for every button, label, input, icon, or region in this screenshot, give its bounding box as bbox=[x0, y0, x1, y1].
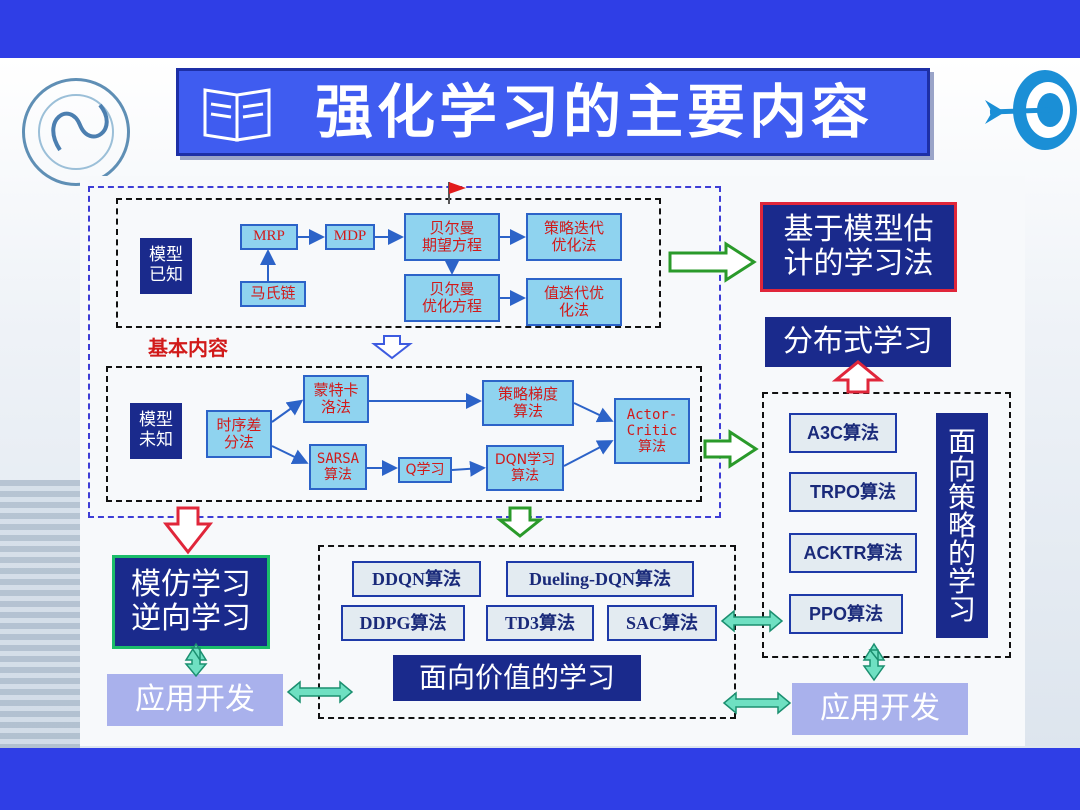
model-known-label: 模型 已知 bbox=[140, 238, 192, 294]
university-logo bbox=[22, 78, 130, 186]
dqn-box: DQN学习 算法 bbox=[486, 445, 564, 491]
basic-content-frame bbox=[88, 186, 721, 518]
td3-box: TD3算法 bbox=[486, 605, 594, 641]
basic-content-label: 基本内容 bbox=[148, 336, 228, 360]
ddqn-box: DDQN算法 bbox=[352, 561, 481, 597]
app-dev-right-box: 应用开发 bbox=[792, 683, 968, 735]
dueling-dqn-box: Dueling-DQN算法 bbox=[506, 561, 694, 597]
mrp-box: MRP bbox=[240, 224, 298, 250]
ppo-box: PPO算法 bbox=[789, 594, 903, 634]
mdp-box: MDP bbox=[325, 224, 375, 250]
model-based-box: 基于模型估 计的学习法 bbox=[760, 202, 957, 292]
bellman-optimality-box: 贝尔曼 优化方程 bbox=[404, 274, 500, 322]
actor-critic-box: Actor- Critic 算法 bbox=[614, 398, 690, 464]
policy-learning-label: 面 向 策 略 的 学 习 bbox=[936, 413, 988, 638]
imitation-learning-box: 模仿学习 逆向学习 bbox=[112, 555, 270, 649]
bellman-expectation-box: 贝尔曼 期望方程 bbox=[404, 213, 500, 261]
top-band bbox=[0, 0, 1080, 58]
a3c-box: A3C算法 bbox=[789, 413, 897, 453]
distributed-box: 分布式学习 bbox=[765, 317, 951, 367]
policy-frame bbox=[762, 392, 1011, 658]
bottom-band bbox=[0, 748, 1080, 810]
sarsa-box: SARSA 算法 bbox=[309, 444, 367, 490]
sac-box: SAC算法 bbox=[607, 605, 717, 641]
building-image bbox=[0, 480, 80, 748]
model-unknown-frame bbox=[106, 366, 702, 502]
ddpg-box: DDPG算法 bbox=[341, 605, 465, 641]
markov-chain-box: 马氏链 bbox=[240, 281, 306, 307]
policy-iteration-box: 策略迭代 优化法 bbox=[526, 213, 622, 261]
trpo-box: TRPO算法 bbox=[789, 472, 917, 512]
policy-gradient-box: 策略梯度 算法 bbox=[482, 380, 574, 426]
value-iteration-box: 值迭代优 化法 bbox=[526, 278, 622, 326]
model-unknown-label: 模型 未知 bbox=[130, 403, 182, 459]
value-learning-label: 面向价值的学习 bbox=[393, 655, 641, 701]
q-learning-box: Q学习 bbox=[398, 457, 452, 483]
app-dev-left-box: 应用开发 bbox=[107, 674, 283, 726]
td-box: 时序差 分法 bbox=[206, 410, 272, 458]
model-known-frame bbox=[116, 198, 661, 328]
page-title: 强化学习的主要内容 bbox=[315, 78, 874, 146]
title-box bbox=[176, 68, 930, 156]
monte-carlo-box: 蒙特卡 洛法 bbox=[303, 375, 369, 423]
acktr-box: ACKTR算法 bbox=[789, 533, 917, 573]
university-logo-inner bbox=[38, 94, 114, 170]
value-frame bbox=[318, 545, 736, 719]
